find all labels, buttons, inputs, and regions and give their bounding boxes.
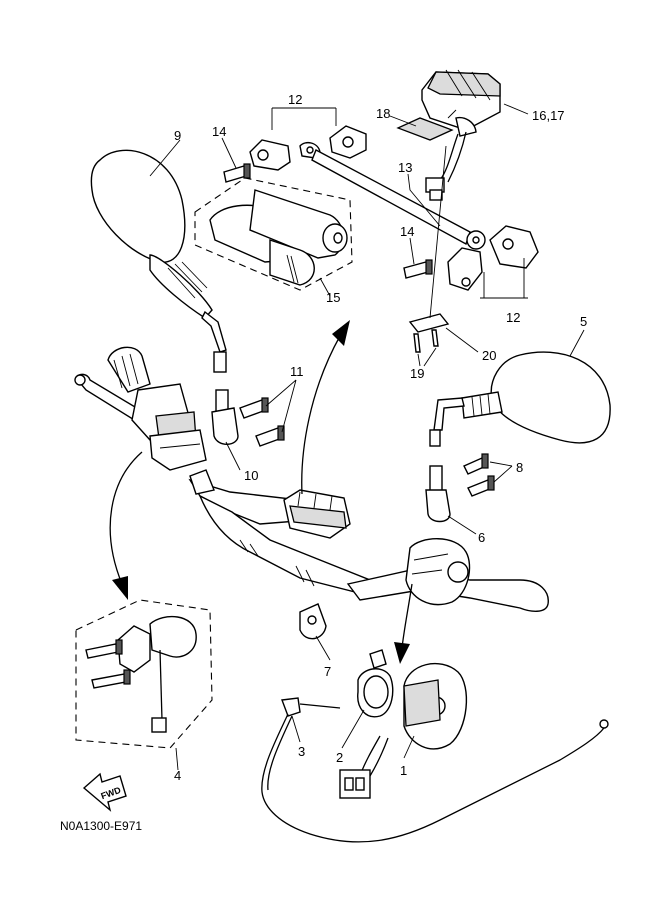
callout-9: 9 xyxy=(174,128,181,143)
callout-10: 10 xyxy=(244,468,258,483)
handlebar-holder-top xyxy=(249,125,367,171)
bolts-11 xyxy=(239,397,285,447)
callout-7: 7 xyxy=(324,664,331,679)
left-switch-kit-group xyxy=(75,599,213,749)
callout-1: 1 xyxy=(400,763,407,778)
diagram-code: N0A1300-E971 xyxy=(60,819,142,833)
callout-6: 6 xyxy=(478,530,485,545)
callout-11: 11 xyxy=(290,364,304,379)
meter-assembly xyxy=(421,69,501,201)
right-mirror-mount xyxy=(425,465,451,523)
callout-12-top: 12 xyxy=(288,92,302,107)
left-grip-and-lever xyxy=(74,346,207,471)
callout-19: 19 xyxy=(410,366,424,381)
leader-lines xyxy=(149,103,585,771)
handlebar-holder-bottom xyxy=(447,225,539,291)
grip-cover-group xyxy=(194,177,353,291)
callout-12-bottom: 12 xyxy=(506,310,520,325)
bolts-8 xyxy=(463,453,495,497)
meter-bracket xyxy=(408,313,450,353)
right-switch-on-bar xyxy=(405,538,471,606)
callout-16-17: 16,17 xyxy=(532,108,565,123)
arrow-to-right-switch xyxy=(394,583,413,664)
callout-14-upper: 14 xyxy=(212,124,226,139)
callout-labels: 1 2 3 4 5 6 7 8 9 10 11 12 12 13 14 14 1… xyxy=(174,92,587,783)
callout-14-lower: 14 xyxy=(400,224,414,239)
right-mirror xyxy=(429,351,611,447)
handlebar xyxy=(188,469,549,612)
fwd-direction-arrow: FWD xyxy=(82,772,127,812)
arrow-to-left-switch-kit xyxy=(109,451,143,600)
right-switch-exploded xyxy=(339,649,468,799)
callout-13: 13 xyxy=(398,160,412,175)
arrow-to-grip-cover xyxy=(301,320,350,495)
callout-2: 2 xyxy=(336,750,343,765)
left-mirror xyxy=(90,149,227,373)
callout-15: 15 xyxy=(326,290,340,305)
callout-3: 3 xyxy=(298,744,305,759)
callout-20: 20 xyxy=(482,348,496,363)
handlebar-center-block xyxy=(283,489,351,539)
bolt-14-lower xyxy=(403,259,433,279)
throttle-cable xyxy=(261,697,609,843)
callout-8: 8 xyxy=(516,460,523,475)
callout-4: 4 xyxy=(174,768,181,783)
callout-18: 18 xyxy=(376,106,390,121)
bolt-14-upper xyxy=(223,163,251,183)
left-mirror-mount xyxy=(211,389,239,445)
clamp-7 xyxy=(299,603,327,640)
meter-label-plate xyxy=(396,117,454,141)
callout-5: 5 xyxy=(580,314,587,329)
handlebar-brace xyxy=(311,149,486,250)
